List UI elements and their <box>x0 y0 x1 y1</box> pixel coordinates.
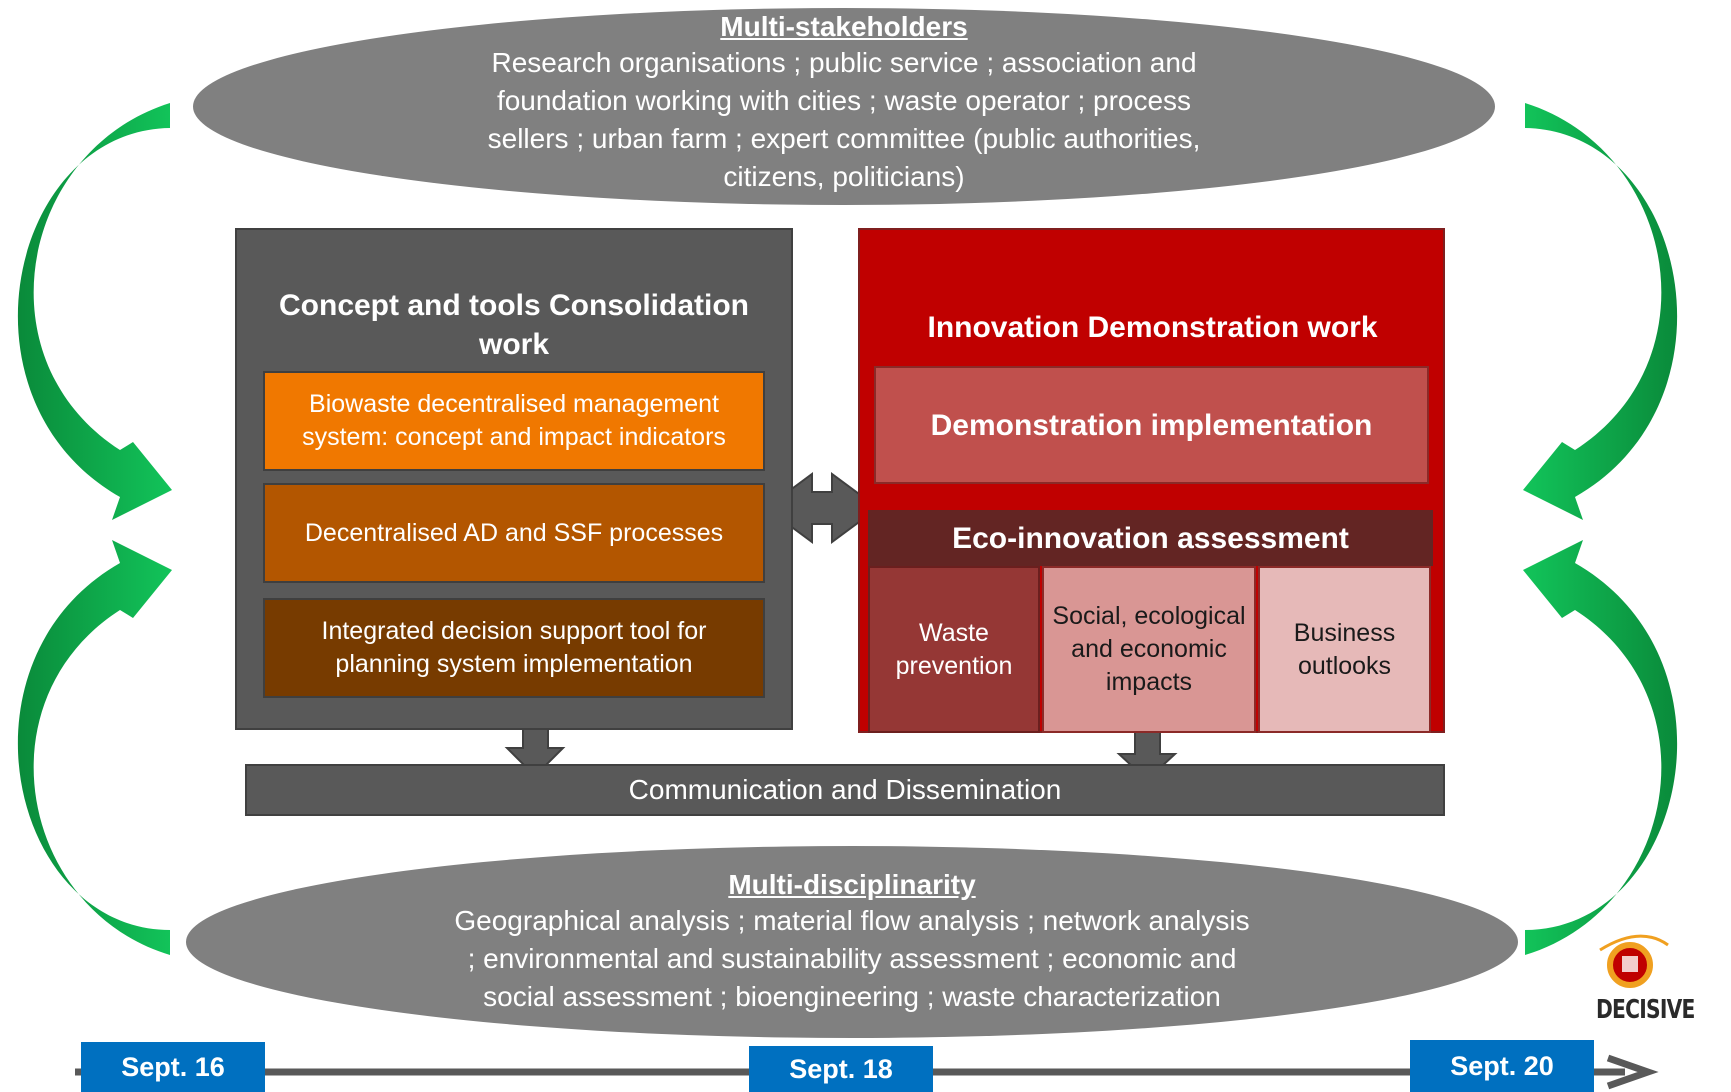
cycle-arrow-right-lower <box>1523 540 1678 955</box>
cycle-arrow-left-upper <box>17 103 173 520</box>
stakeholders-line: Research organisations ; public service … <box>491 47 1197 78</box>
consolidation-box-concept: Biowaste decentralised management system… <box>263 371 765 471</box>
demonstration-box: Demonstration implementation <box>874 366 1429 484</box>
consolidation-panel: Concept and tools Consolidation work Bio… <box>235 228 793 730</box>
stakeholders-line: citizens, politicians) <box>723 161 965 192</box>
timeline-arrowhead <box>1606 1054 1659 1090</box>
timeline-date: Sept. 18 <box>749 1046 933 1092</box>
eco-item-waste-prevention: Waste prevention <box>868 566 1040 733</box>
timeline-date: Sept. 16 <box>81 1042 265 1092</box>
innovation-panel: Innovation Demonstration work Demonstrat… <box>858 228 1445 733</box>
cycle-arrow-right-upper <box>1523 103 1678 520</box>
eco-innovation-header: Eco-innovation assessment <box>868 510 1433 566</box>
stakeholders-line: foundation working with cities ; waste o… <box>496 85 1192 116</box>
stakeholders-title: Multi-stakeholders <box>720 11 968 42</box>
disciplinarity-line: Geographical analysis ; material flow an… <box>454 905 1250 936</box>
decisive-logo-text: DECISIVE <box>1596 995 1695 1025</box>
stakeholders-ellipse <box>193 8 1495 205</box>
disciplinarity-line: ; environmental and sustainability asses… <box>467 943 1237 974</box>
innovation-title: Innovation Demonstration work <box>927 311 1378 344</box>
stakeholders-line: sellers ; urban farm ; expert committee … <box>487 123 1201 154</box>
cycle-arrow-left-lower <box>17 540 173 955</box>
communication-bar: Communication and Dissemination <box>245 764 1445 816</box>
consolidation-box-processes: Decentralised AD and SSF processes <box>263 483 765 583</box>
disciplinarity-text: Multi-disciplinarity Geographical analys… <box>352 868 1352 1016</box>
eco-item-business-outlooks: Business outlooks <box>1258 566 1431 733</box>
stakeholders-text: Multi-stakeholders Research organisation… <box>360 10 1328 196</box>
disciplinarity-line: social assessment ; bioengineering ; was… <box>483 981 1221 1012</box>
timeline-date: Sept. 20 <box>1410 1040 1594 1092</box>
disciplinarity-ellipse <box>186 846 1518 1038</box>
consolidation-title: Concept and tools Consolidation work <box>279 289 749 361</box>
disciplinarity-title: Multi-disciplinarity <box>728 869 976 900</box>
eco-item-impacts: Social, ecological and economic impacts <box>1042 566 1256 733</box>
consolidation-box-decision-tool: Integrated decision support tool for pla… <box>263 598 765 698</box>
